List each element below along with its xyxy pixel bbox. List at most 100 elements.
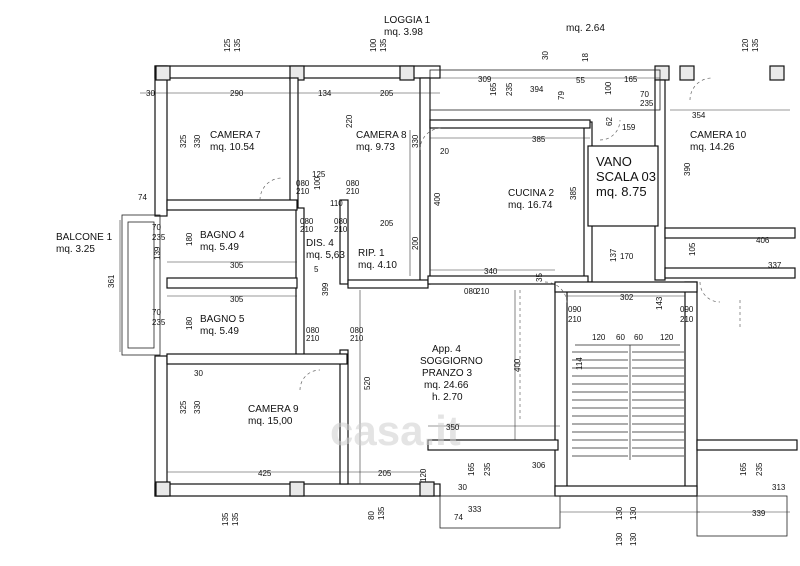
dimension-label: 305: [230, 295, 244, 304]
balcony-inner: [127, 221, 155, 349]
room-name-camera9: CAMERA 9: [248, 404, 299, 415]
dimension-label: 70: [152, 308, 161, 317]
room-name-pranzo: PRANZO 3: [422, 368, 472, 379]
dimension-label: 125: [223, 38, 232, 52]
door-swings: [259, 77, 741, 420]
dimension-label: 090: [680, 305, 694, 314]
dimension-label: 302: [620, 293, 634, 302]
east-wall: [664, 227, 796, 239]
dimension-label: 135: [379, 38, 388, 52]
dimension-label: 80: [367, 511, 376, 520]
stair-west-wall: [554, 281, 568, 495]
dimension-label: 235: [152, 233, 166, 242]
dimension-label: 361: [107, 274, 116, 288]
dimension-label: 080: [334, 217, 348, 226]
dimension-label: 135: [377, 506, 386, 520]
dimension-label: 60: [616, 333, 625, 342]
dimension-label: 100: [369, 38, 378, 52]
dimension-label: 210: [568, 315, 582, 324]
staircase: [572, 344, 684, 460]
dimension-label: 143: [655, 296, 664, 310]
dimension-label: 134: [318, 89, 332, 98]
dimension-label: 399: [321, 282, 330, 296]
dimension-label: 135: [233, 38, 242, 52]
dimension-label: 114: [575, 357, 584, 370]
dimension-label: 425: [258, 469, 272, 478]
dimension-label: 120: [741, 38, 750, 52]
partition: [166, 277, 298, 289]
dimension-label: 210: [300, 225, 314, 234]
room-area-bagno5: mq. 5.49: [200, 326, 239, 337]
pillar: [155, 481, 171, 497]
room-labels: LOGGIA 1 mq. 3.98 mq. 2.64 CAMERA 7 mq. …: [56, 15, 747, 427]
east-wall: [696, 439, 798, 451]
dimension-label: 390: [683, 162, 692, 176]
dimension-label: 70: [640, 90, 649, 99]
partition: [166, 199, 298, 211]
dimension-label: 210: [680, 315, 694, 324]
room-area-loggia: mq. 3.98: [384, 27, 423, 38]
apartment-label: App. 4: [432, 344, 461, 355]
dimension-label: 180: [185, 316, 194, 330]
dimension-label: 130: [629, 506, 638, 520]
dimension-label: 135: [221, 512, 230, 526]
dimension-lines: [119, 77, 790, 513]
dimension-label: 309: [478, 75, 492, 84]
dimension-label: 330: [411, 134, 420, 148]
dimension-label: 165: [624, 75, 638, 84]
dimension-label: 130: [615, 506, 624, 520]
dimension-label: 105: [688, 242, 697, 256]
dimension-label: 20: [440, 147, 449, 156]
dimension-label: 235: [755, 462, 764, 476]
partition: [427, 275, 589, 285]
room-name-camera10: CAMERA 10: [690, 130, 747, 141]
pillar: [155, 65, 171, 81]
room-area-bagno4: mq. 5.49: [200, 242, 239, 253]
room-area-small: mq. 2.64: [566, 23, 605, 34]
dimension-label: 210: [350, 334, 364, 343]
dimension-label: 165: [489, 82, 498, 96]
dimension-label: 313: [772, 483, 786, 492]
dimension-label: 30: [194, 369, 203, 378]
pillar: [399, 65, 415, 81]
dimension-label: 74: [454, 513, 463, 522]
dimension-label: 130: [629, 532, 638, 546]
dimension-label: 080: [296, 179, 310, 188]
south-balcony: [439, 495, 561, 529]
dimension-label: 165: [467, 462, 476, 476]
partition: [347, 279, 429, 289]
room-name-vano: VANO: [596, 154, 632, 169]
dimension-label: 30: [458, 483, 467, 492]
dimension-label: 210: [346, 187, 360, 196]
dimension-label: 305: [230, 261, 244, 270]
dimension-label: 306: [532, 461, 546, 470]
dimension-label: 354: [692, 111, 706, 120]
dimension-label: 090: [568, 305, 582, 314]
dimension-label: 080: [306, 326, 320, 335]
dimension-label: 60: [634, 333, 643, 342]
partition: [419, 77, 431, 285]
dimension-label: 210: [334, 225, 348, 234]
dimension-label: 325: [179, 400, 188, 414]
room-area-cucina: mq. 16.74: [508, 200, 553, 211]
dimension-label: 210: [296, 187, 310, 196]
dimension-label: 337: [768, 261, 782, 270]
dimension-label: 385: [569, 186, 578, 200]
dimension-label: 137: [609, 248, 618, 262]
dimension-label: 235: [152, 318, 166, 327]
room-area-rip1: mq. 4.10: [358, 260, 397, 271]
dimension-label: 205: [380, 89, 394, 98]
room-name-camera8: CAMERA 8: [356, 130, 407, 141]
dimension-label: 400: [513, 358, 522, 372]
room-area-camera10: mq. 14.26: [690, 142, 735, 153]
partition: [427, 439, 559, 451]
dimension-label: 235: [640, 99, 654, 108]
dimension-label: 406: [756, 236, 770, 245]
east-wall: [664, 267, 796, 279]
room-area-balcone: mq. 3.25: [56, 244, 95, 255]
dimension-label: 385: [532, 135, 546, 144]
pillar: [419, 481, 435, 497]
dimension-label: 325: [179, 134, 188, 148]
